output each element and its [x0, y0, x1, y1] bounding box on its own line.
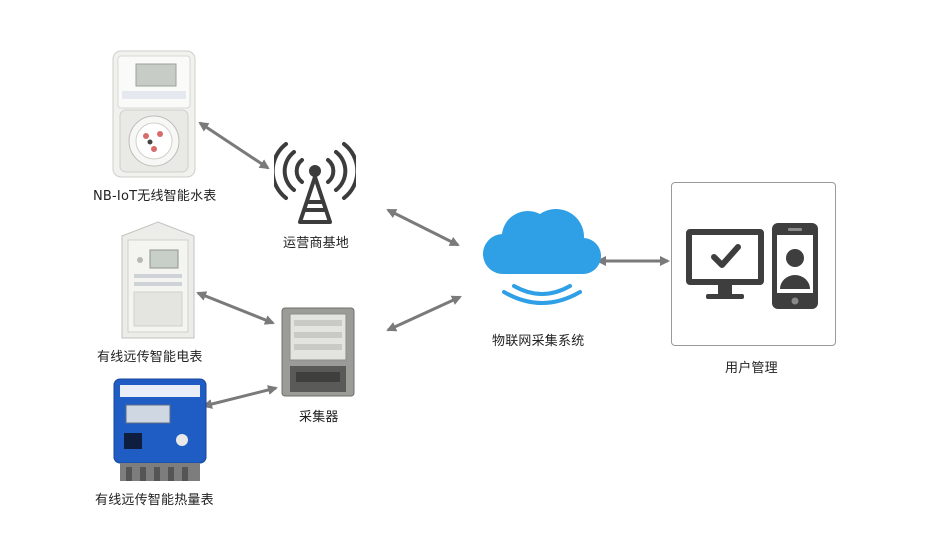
arrow-heat-collector [202, 385, 278, 409]
cell-tower-icon [270, 140, 360, 230]
arrow-collector-cloud [386, 295, 462, 332]
user-management-panel [671, 182, 836, 346]
electric-meter-label: 有线远传智能电表 [97, 350, 203, 365]
electric-meter-image [118, 220, 198, 348]
cloud-label: 物联网采集系统 [492, 334, 585, 349]
heat-meter-label: 有线远传智能热量表 [95, 493, 214, 508]
heat-meter-image [110, 377, 210, 489]
water-meter-image [112, 50, 196, 182]
cloud-icon [482, 196, 602, 316]
arrow-tower-cloud [386, 208, 460, 247]
user-management-label: 用户管理 [725, 361, 778, 376]
collector-image [280, 306, 356, 402]
tower-label: 运营商基地 [283, 236, 350, 251]
collector-label: 采集器 [299, 410, 339, 425]
water-meter-label: NB-IoT无线智能水表 [93, 189, 217, 204]
arrow-electric-collector [196, 291, 275, 325]
arrow-water-tower [198, 121, 270, 170]
computer-phone-icon [686, 223, 818, 309]
